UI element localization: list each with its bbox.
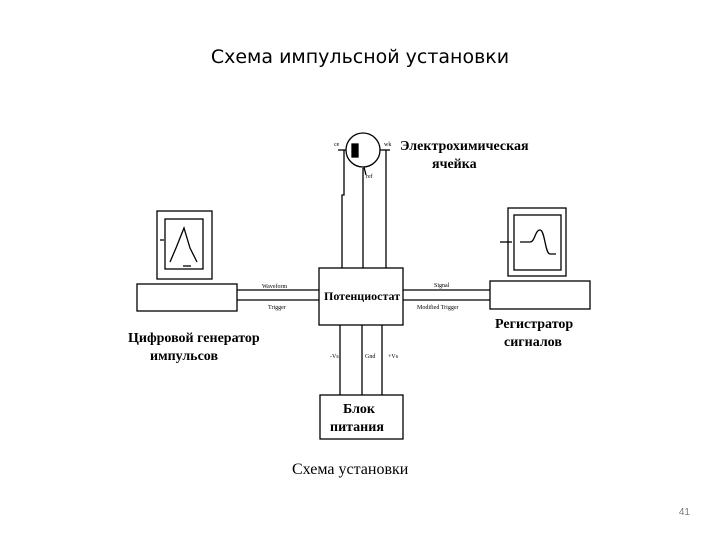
power-wires [339,325,383,395]
generator-label-line2: импульсов [150,349,218,364]
power-wire-right-label: +Vs [388,354,399,360]
power-wire-left-label: -Vs [330,354,339,360]
wire-waveform-label: Waveform [262,283,288,290]
potentiostat-label: Потенциостат [324,289,400,303]
power-label-line1: Блок [343,402,376,417]
cell-terminal-bottom: ref [366,173,373,180]
cell-wires [341,150,387,268]
cell-label-line2: ячейка [432,157,477,172]
wire-trigger-label: Trigger [268,305,286,311]
cell-label-line1: Электрохимическая [400,139,529,154]
recorder-label-line1: Регистратор [495,317,573,332]
electrochemical-cell-icon [338,132,390,176]
generator-wires [237,289,319,301]
slide-title: Схема импульсной установки [210,46,510,68]
recorder-label-line2: сигналов [504,335,562,350]
recorder-computer-icon [489,207,591,310]
wire-signal-label: Signal [434,283,450,289]
generator-computer-icon [136,210,238,312]
power-supply-box [319,394,404,440]
page-number: 41 [678,507,690,518]
wire-modified-trigger-label: Modified Trigger [417,304,459,311]
cell-terminal-left: ce [334,142,340,148]
power-wire-mid-label: Gnd [365,354,375,360]
generator-label-line1: Цифровой генератор [128,331,260,346]
diagram-caption: Схема установки [292,461,409,478]
recorder-wires [403,289,490,301]
potentiostat-box [318,267,404,326]
cell-terminal-right: wk [384,142,391,148]
power-label-line2: питания [330,420,384,435]
